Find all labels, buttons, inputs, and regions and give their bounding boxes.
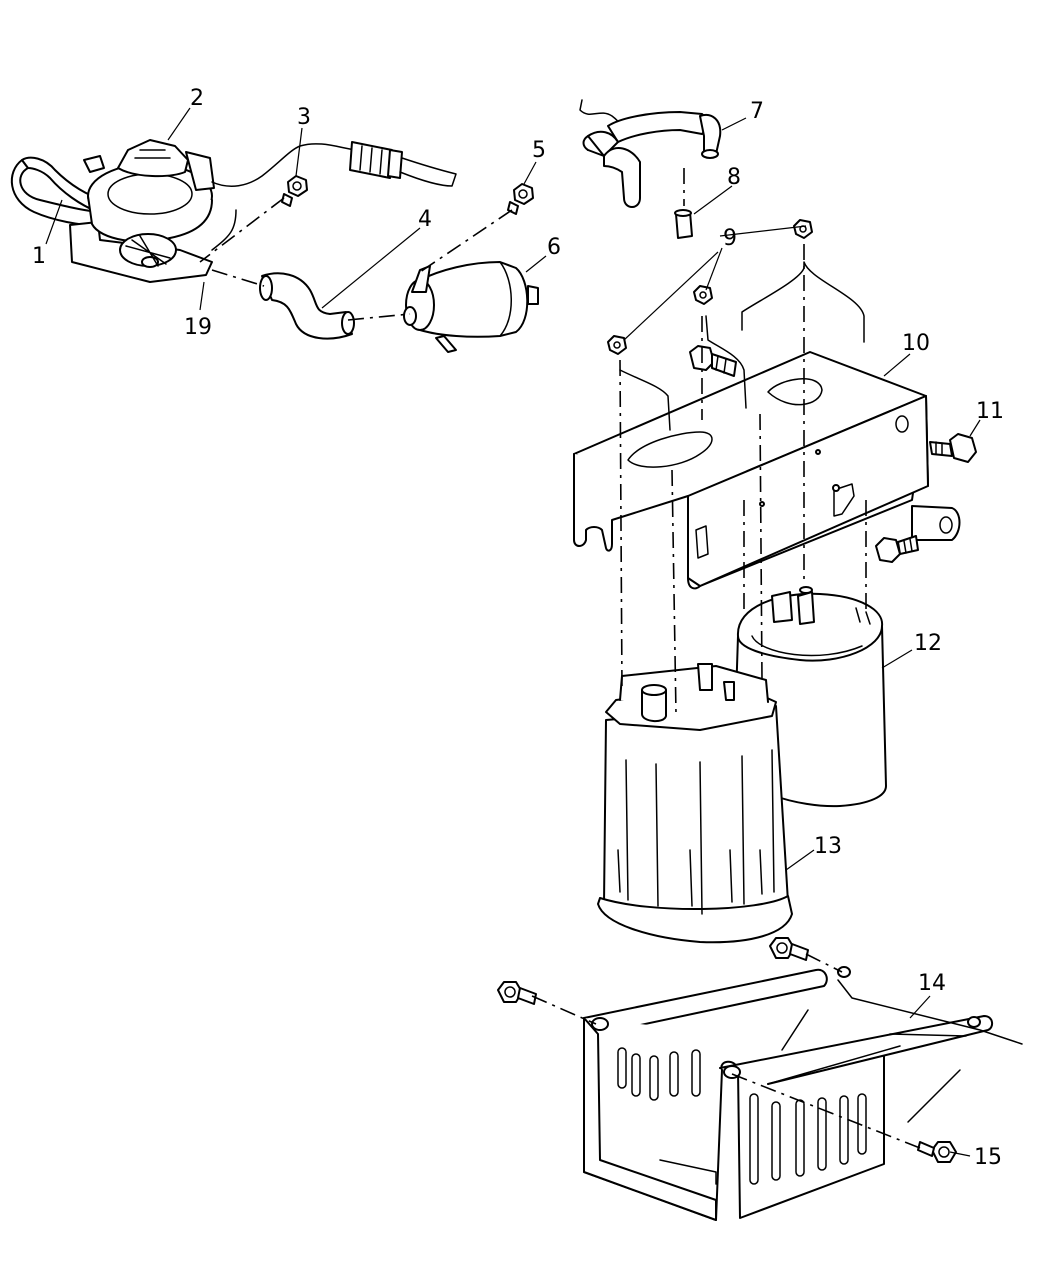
nut-icon xyxy=(793,219,813,239)
callout-19: 19 xyxy=(184,315,212,340)
hose-icon xyxy=(259,272,355,340)
nut-icon xyxy=(607,335,627,355)
filter-icon xyxy=(403,261,539,353)
callout-9: 9 xyxy=(723,226,737,251)
callout-1: 1 xyxy=(32,244,46,269)
connector-icon xyxy=(674,209,693,239)
bolt-icon xyxy=(917,1141,957,1163)
nut-icon xyxy=(281,175,308,207)
bolt-icon xyxy=(769,937,809,961)
bolt-icon xyxy=(875,535,919,563)
mounting-bracket-icon xyxy=(573,351,961,590)
skid-plate-icon xyxy=(583,966,1023,1221)
callout-8: 8 xyxy=(727,165,741,190)
callout-11: 11 xyxy=(976,399,1004,424)
callout-3: 3 xyxy=(297,105,311,130)
nut-icon xyxy=(507,183,534,215)
leader-lines xyxy=(45,107,981,1157)
callout-6: 6 xyxy=(547,235,561,260)
callout-5: 5 xyxy=(532,138,546,163)
callout-2: 2 xyxy=(190,86,204,111)
hose-icon xyxy=(579,99,722,208)
bolt-icon xyxy=(689,345,737,377)
callout-12: 12 xyxy=(914,631,942,656)
callout-4: 4 xyxy=(418,207,432,232)
vapor-canister-icon xyxy=(597,663,793,944)
callout-14: 14 xyxy=(918,971,946,996)
bolt-icon xyxy=(497,981,537,1005)
nut-icon xyxy=(693,285,713,305)
callout-13: 13 xyxy=(814,834,842,859)
callout-15: 15 xyxy=(974,1145,1002,1170)
bolt-icon xyxy=(929,433,977,463)
assembly-lines xyxy=(199,168,921,1149)
leak-detection-pump-icon xyxy=(10,139,457,283)
callout-10: 10 xyxy=(902,331,930,356)
callout-7: 7 xyxy=(750,99,764,124)
